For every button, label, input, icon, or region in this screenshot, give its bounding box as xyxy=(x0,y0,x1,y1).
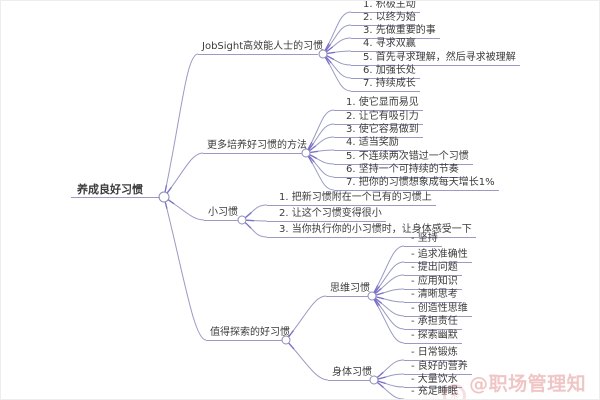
edge-curve xyxy=(163,196,207,341)
habit-item[interactable]: 2. 让它有吸引力 xyxy=(334,111,423,125)
habit-item[interactable]: 6. 坚持一个可持续的节奏 xyxy=(334,164,463,178)
branch-jobsight-habits[interactable]: JobSight高效能人士的习惯 xyxy=(198,41,323,55)
edge-accent xyxy=(305,123,335,154)
edge-accent xyxy=(322,53,352,79)
edge-accent xyxy=(241,219,268,238)
subbranch-thinking-habits[interactable]: 思维习惯 xyxy=(326,283,370,297)
edge-accent xyxy=(371,295,405,317)
edge-accent xyxy=(322,53,352,92)
habit-item[interactable]: 2. 以终为始 xyxy=(351,12,420,26)
habit-item[interactable]: - 良好的营养 xyxy=(404,361,472,375)
edge-accent xyxy=(285,339,329,381)
node-root[interactable]: 养成良好习惯 xyxy=(71,183,160,198)
habit-item[interactable]: - 创造性思维 xyxy=(404,303,472,317)
edge-accent xyxy=(285,295,327,341)
habit-item[interactable]: 7. 持续成长 xyxy=(351,78,420,92)
habit-item[interactable]: 1. 把新习惯附在一个已有的习惯上 xyxy=(267,192,436,206)
edge-accent xyxy=(371,295,405,330)
habit-item[interactable]: 3. 先做重要的事 xyxy=(351,25,440,39)
edge-accent xyxy=(371,261,405,297)
edge-accent xyxy=(322,11,352,55)
edge-accent xyxy=(373,359,405,381)
edge-accent xyxy=(305,109,335,154)
branch-habits-to-explore[interactable]: 值得探索的好习惯 xyxy=(206,327,290,341)
habit-item[interactable]: - 提出问题 xyxy=(404,262,462,276)
edge-accent xyxy=(371,295,405,344)
node-connector[interactable] xyxy=(237,215,247,225)
habit-item[interactable]: 1. 积极主动 xyxy=(351,1,420,13)
habit-item[interactable]: - 应用知识 xyxy=(404,276,462,290)
habit-item[interactable]: 4. 寻求双赢 xyxy=(351,38,420,52)
habit-item[interactable]: 3. 使它容易做到 xyxy=(334,124,423,138)
habit-item[interactable]: 1. 使它显而易见 xyxy=(334,97,423,111)
edge-curve xyxy=(285,339,329,381)
habit-item[interactable]: - 探索幽默 xyxy=(404,330,462,344)
node-connector[interactable] xyxy=(318,49,328,59)
edge-accent xyxy=(322,24,352,55)
edge-accent xyxy=(305,152,335,191)
habit-item[interactable]: 3. 当你执行你的小习惯时，让身体感受一下 xyxy=(267,224,476,238)
node-connector[interactable] xyxy=(369,375,379,385)
habit-item[interactable]: - 追求准确性 xyxy=(404,249,472,263)
habit-item[interactable]: 2. 让这个习惯变得很小 xyxy=(267,208,386,222)
habit-item[interactable]: 4. 适当奖励 xyxy=(334,137,403,151)
habit-item[interactable]: 5. 不连续两次错过一个习惯 xyxy=(334,151,473,165)
branch-small-habits[interactable]: 小习惯 xyxy=(204,207,238,221)
branch-more-methods[interactable]: 更多培养好习惯的方法 xyxy=(203,140,307,154)
edge-accent xyxy=(371,245,405,297)
edge-curve xyxy=(163,53,199,198)
node-connector[interactable] xyxy=(301,148,311,158)
edge-accent xyxy=(163,152,204,198)
habit-item[interactable]: 5. 首先寻求理解，然后寻求被理解 xyxy=(351,52,520,66)
edge-accent xyxy=(373,379,405,399)
edge-accent xyxy=(163,196,205,221)
habit-item[interactable]: - 清晰思考 xyxy=(404,289,462,303)
edge-accent xyxy=(163,196,207,341)
node-connector[interactable] xyxy=(158,191,170,203)
node-connector[interactable] xyxy=(281,335,291,345)
habit-item[interactable]: - 坚持 xyxy=(404,233,442,247)
habit-item[interactable]: 6. 加强长处 xyxy=(351,65,420,79)
edge-accent xyxy=(305,152,335,178)
node-connector[interactable] xyxy=(367,291,377,301)
subbranch-physical-habits[interactable]: 身体习惯 xyxy=(328,367,372,381)
habit-item[interactable]: 7. 把你的习惯想象成每天增长1% xyxy=(334,177,499,191)
edge-accent xyxy=(371,274,405,297)
habit-item[interactable]: - 大量饮水 xyxy=(404,374,462,388)
habit-item[interactable]: - 承担责任 xyxy=(404,316,462,330)
habit-item[interactable]: - 充足睡眠 xyxy=(404,386,462,399)
edge-accent xyxy=(163,53,199,198)
habit-item[interactable]: - 日常锻炼 xyxy=(404,347,462,361)
